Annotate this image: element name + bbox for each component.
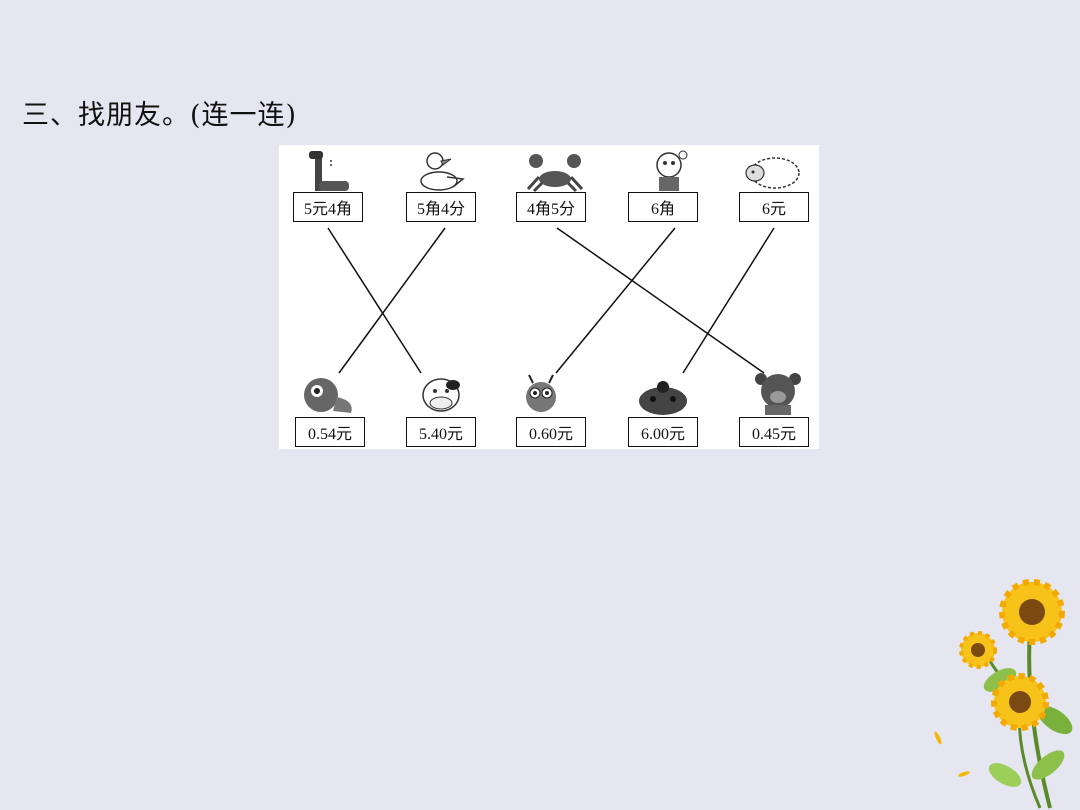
crab-icon [526,154,584,193]
connection-lines [327,227,775,374]
sheep-icon [745,157,800,189]
bottom-label-3: 0.60元 [516,417,586,447]
ladybug-icon [639,381,687,415]
turtle-icon [304,378,352,413]
top-label-5: 6元 [739,192,809,222]
top-label-2: 5角4分 [406,192,476,222]
ant-icon [526,374,556,412]
duck-icon [420,152,465,191]
match-line-4 [555,227,676,374]
cow-icon [422,378,460,412]
match-line-5 [682,227,775,374]
bottom-label-1: 0.54元 [295,417,365,447]
top-label-1: 5元4角 [293,192,363,222]
match-line-3 [556,227,765,374]
match-line-2 [338,227,446,374]
giraffe-icon [309,151,349,191]
top-label-3: 4角5分 [516,192,586,222]
bottom-label-5: 0.45元 [739,417,809,447]
lamb-icon [656,150,688,191]
page-title: 三、找朋友。(连一连) [22,100,298,131]
bottom-label-2: 5.40元 [406,417,476,447]
top-label-4: 6角 [628,192,698,222]
bear-icon [755,373,801,415]
bottom-label-4: 6.00元 [628,417,698,447]
sunflower-decoration [934,579,1073,809]
matching-exercise: 5元4角 5角4分 4角5分 6角 6元 0.54元 5.40元 0.60元 6… [279,145,819,449]
match-line-1 [327,227,422,374]
